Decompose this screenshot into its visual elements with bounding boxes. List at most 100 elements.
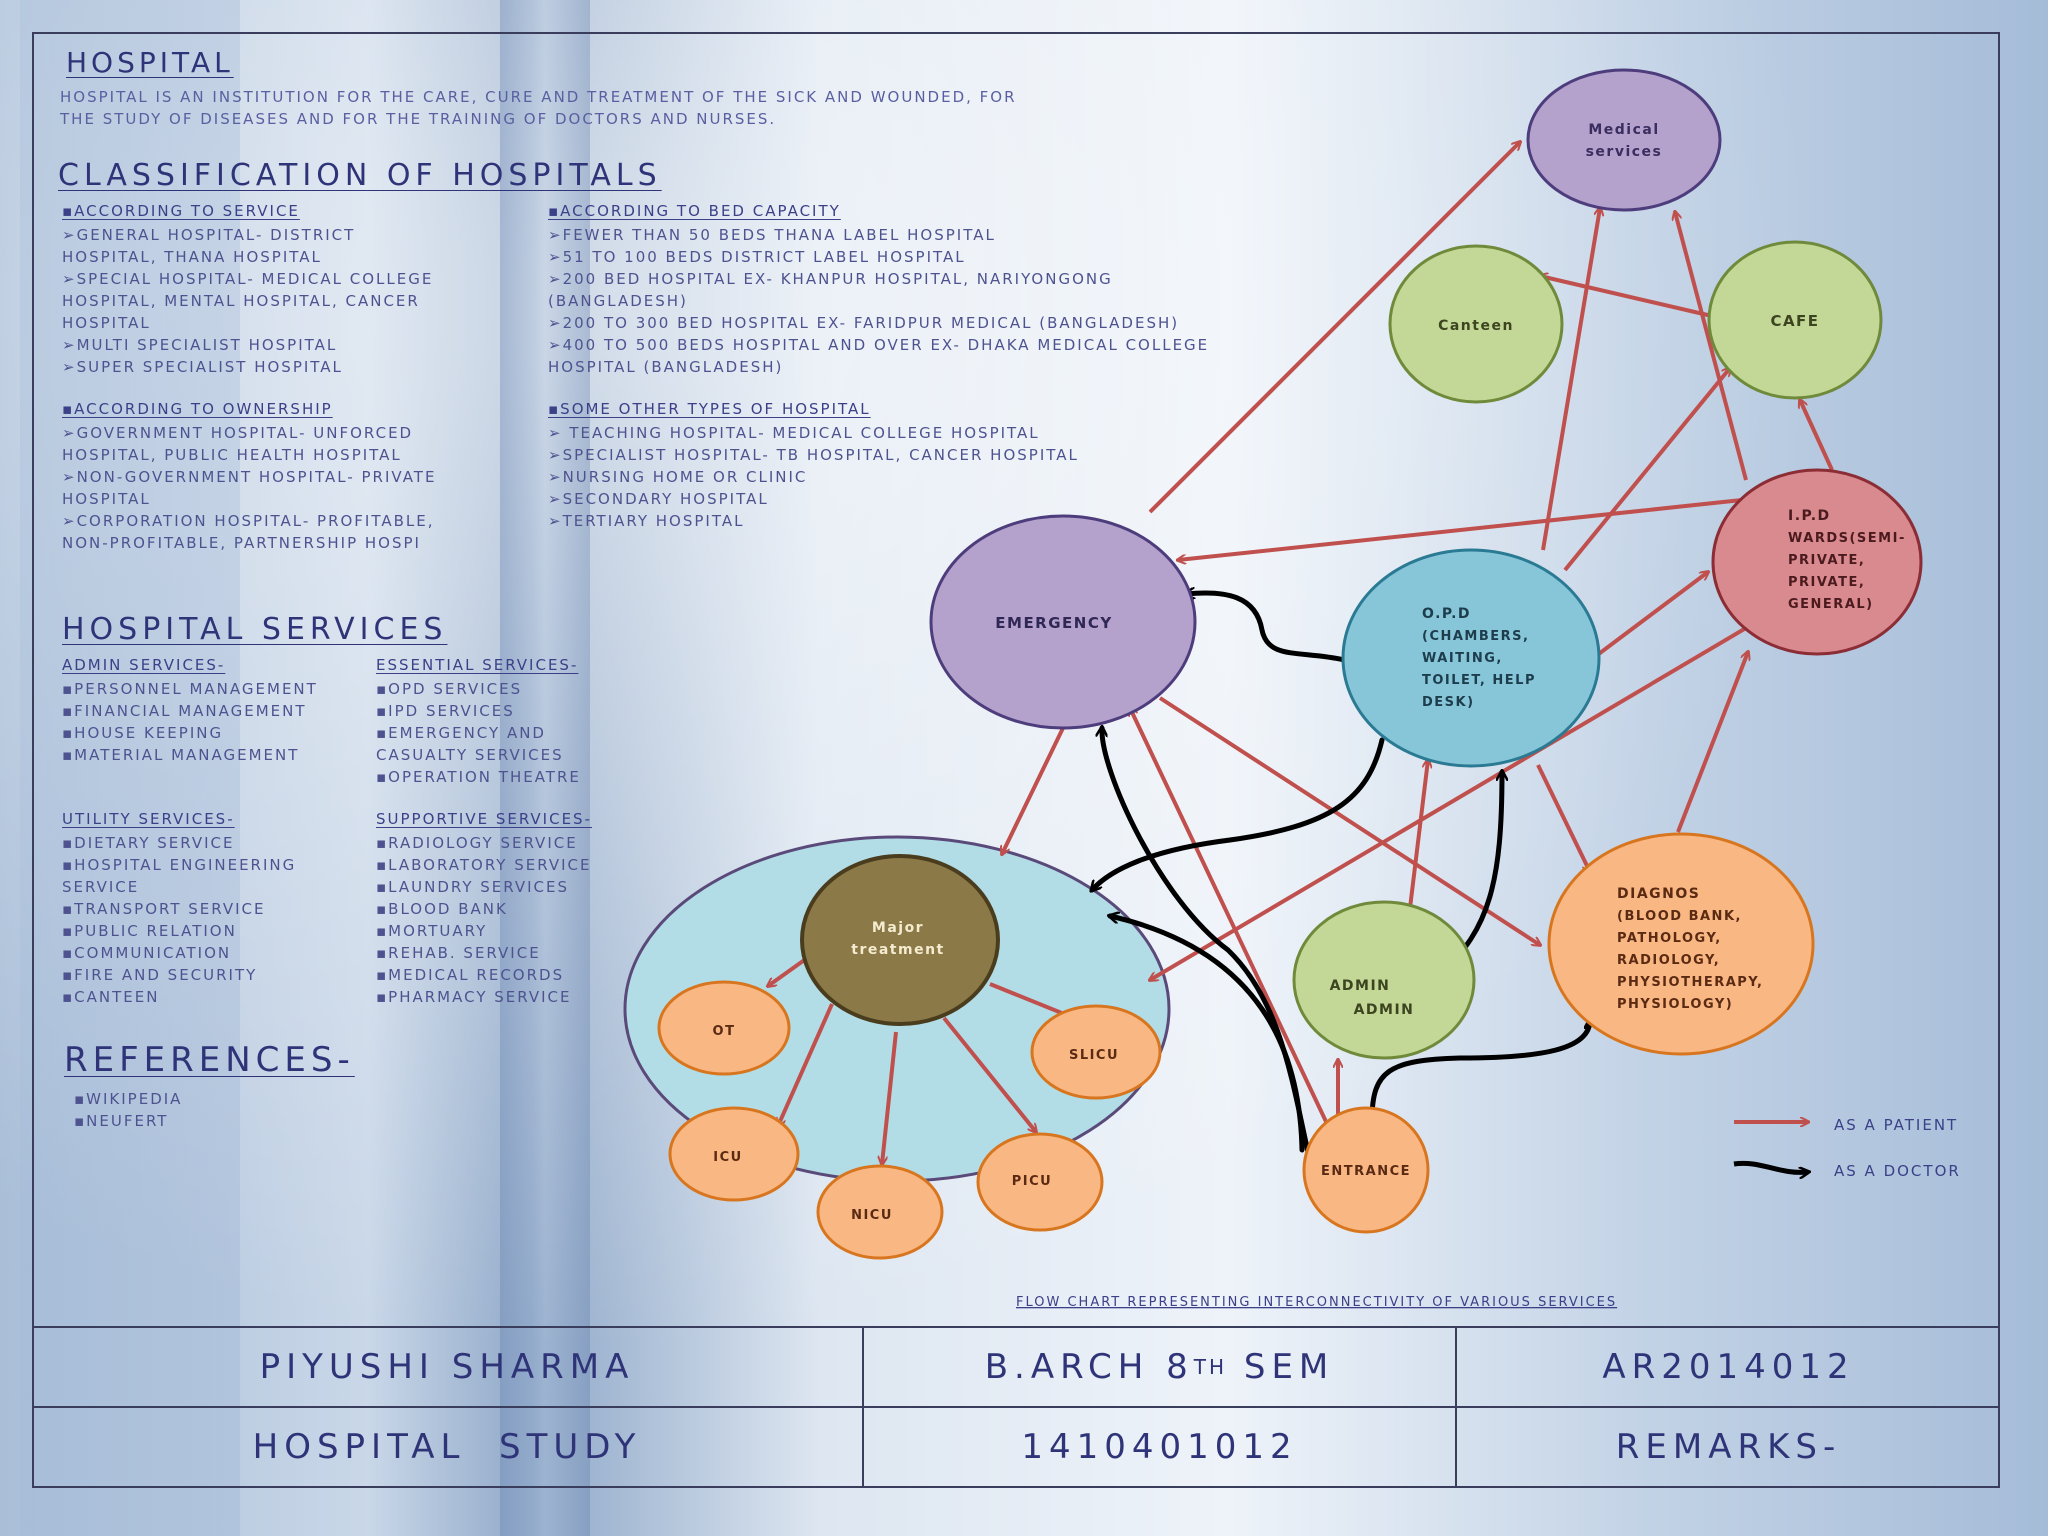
references-list: ▪WIKIPEDIA ▪NEUFERT bbox=[74, 1090, 183, 1130]
opd-label: O.P.D bbox=[1422, 606, 1471, 622]
background-pole bbox=[500, 0, 590, 1536]
entrance-label: ENTRANCE bbox=[1321, 1164, 1411, 1179]
sheet-frame bbox=[32, 32, 2000, 1488]
admin-label: ADMIN bbox=[1330, 978, 1391, 994]
ownership-list: ➢GOVERNMENT HOSPITAL- UNFORCED HOSPITAL,… bbox=[62, 424, 437, 552]
arrow-ipd-to-emergency bbox=[1178, 498, 1743, 560]
arrow-opd-to-cafe bbox=[1563, 368, 1730, 572]
arrow-opd-to-medical bbox=[1541, 208, 1600, 551]
background-pole bbox=[20, 0, 240, 1536]
supportive-services-heading: SUPPORTIVE SERVICES- bbox=[376, 810, 592, 828]
arrow-ipd-to-cafe bbox=[1800, 400, 1834, 471]
admin-label: ADMIN bbox=[1354, 1002, 1415, 1018]
node-entrance: ENTRANCE bbox=[1302, 1106, 1430, 1234]
other-types-list: ➢ TEACHING HOSPITAL- MEDICAL COLLEGE HOS… bbox=[548, 424, 1079, 530]
arrow-opd-to-emergency bbox=[1186, 593, 1348, 663]
service-heading: ▪ACCORDING TO SERVICE bbox=[62, 202, 300, 220]
arrow-ipd-to-medical bbox=[1675, 212, 1748, 481]
node-picu: PICU bbox=[976, 1132, 1104, 1232]
nicu-label: NICU bbox=[851, 1208, 893, 1223]
diagnos-label: PATHOLOGY, bbox=[1617, 931, 1722, 946]
bed-capacity-list: ➢FEWER THAN 50 BEDS THANA LABEL HOSPITAL… bbox=[548, 226, 1210, 376]
hospital-definition-line-1: HOSPITAL IS AN INSTITUTION FOR THE CARE,… bbox=[60, 88, 1017, 106]
canteen-label: Canteen bbox=[1438, 318, 1514, 334]
service-list: ➢GENERAL HOSPITAL- DISTRICT HOSPITAL, TH… bbox=[62, 226, 434, 376]
arrow-opd-to-diagnos bbox=[1536, 764, 1590, 872]
arrow-opd-to-ipd bbox=[1594, 572, 1708, 658]
flow-chart-caption: FLOW CHART REPRESENTING INTERCONNECTIVIT… bbox=[1016, 1295, 1617, 1310]
admin-services-heading: ADMIN SERVICES- bbox=[62, 656, 226, 674]
opd-label: TOILET, HELP bbox=[1422, 673, 1536, 688]
ipd-label: GENERAL) bbox=[1788, 597, 1874, 612]
node-nicu: NICU bbox=[816, 1164, 944, 1260]
node-ot: OT bbox=[657, 980, 791, 1076]
patient-arrows bbox=[1002, 142, 1834, 1131]
utility-services-heading: UTILITY SERVICES- bbox=[62, 810, 235, 828]
legend-doctor-label: AS A DOCTOR bbox=[1834, 1162, 1961, 1180]
arrow-emergency-to-treatment bbox=[1002, 727, 1065, 854]
opd-label: (CHAMBERS, bbox=[1422, 629, 1529, 644]
services-title: HOSPITAL SERVICES bbox=[62, 612, 448, 647]
node-admin: ADMIN ADMIN bbox=[1292, 900, 1476, 1060]
node-diagnos: DIAGNOS (BLOOD BANK, PATHOLOGY, RADIOLOG… bbox=[1547, 832, 1815, 1056]
ownership-heading: ▪ACCORDING TO OWNERSHIP bbox=[62, 400, 333, 418]
arrow-entrance-to-treatment bbox=[1110, 916, 1305, 1153]
medical-services-label: services bbox=[1586, 144, 1663, 160]
essential-services-heading: ESSENTIAL SERVICES- bbox=[376, 656, 579, 674]
major-treatment-label: Major bbox=[872, 920, 924, 936]
utility-services-list: ▪DIETARY SERVICE ▪HOSPITAL ENGINEERING S… bbox=[62, 834, 297, 1006]
ipd-label: PRIVATE, bbox=[1788, 553, 1865, 568]
titleblock-divider bbox=[1455, 1326, 1457, 1488]
course-main: B.ARCH 8 bbox=[984, 1347, 1194, 1387]
ot-label: OT bbox=[713, 1024, 736, 1039]
arrow-entrance-to-diagnos bbox=[1369, 1020, 1590, 1123]
other-types-heading: ▪SOME OTHER TYPES OF HOSPITAL bbox=[548, 400, 871, 418]
node-ipd: I.P.D WARDS(SEMI- PRIVATE, PRIVATE, GENE… bbox=[1711, 468, 1923, 656]
classification-title: CLASSIFICATION OF HOSPITALS bbox=[58, 158, 662, 193]
diagnos-label: DIAGNOS bbox=[1617, 886, 1700, 902]
student-name: PIYUSHI SHARMA bbox=[259, 1347, 635, 1387]
arrow-admin-to-opd bbox=[1408, 760, 1428, 909]
node-emergency: EMERGENCY bbox=[929, 514, 1197, 730]
node-slicu: SLICU bbox=[1030, 1004, 1162, 1100]
arrow-major-to-icu bbox=[778, 1003, 834, 1126]
diagnos-label: PHYSIOLOGY) bbox=[1617, 997, 1733, 1012]
node-medical-services: Medical services bbox=[1526, 68, 1722, 212]
arrow-emergency-to-diagnos bbox=[1158, 696, 1540, 945]
slicu-label: SLICU bbox=[1069, 1048, 1119, 1063]
titleblock-mid-rule bbox=[32, 1406, 2000, 1408]
opd-label: DESK) bbox=[1422, 695, 1475, 710]
remarks: REMARKS- bbox=[1615, 1427, 1842, 1467]
sheet-subject: HOSPITAL STUDY bbox=[252, 1427, 642, 1467]
ipd-label: WARDS(SEMI- bbox=[1788, 531, 1906, 546]
essential-services-list: ▪OPD SERVICES ▪IPD SERVICES ▪EMERGENCY A… bbox=[376, 680, 581, 786]
opd-label: WAITING, bbox=[1422, 651, 1503, 666]
hospital-definition-line-2: THE STUDY OF DISEASES AND FOR THE TRAINI… bbox=[60, 110, 777, 128]
references-title: REFERENCES- bbox=[64, 1040, 355, 1080]
ipd-label: I.P.D bbox=[1788, 508, 1831, 524]
treatment-arrows bbox=[768, 954, 1084, 1164]
course-tail: SEM bbox=[1227, 1347, 1335, 1387]
diagnos-label: PHYSIOTHERAPY, bbox=[1617, 975, 1764, 990]
legend-patient-label: AS A PATIENT bbox=[1834, 1116, 1958, 1134]
picu-label: PICU bbox=[1012, 1174, 1052, 1189]
arrow-entrance-to-emergency bbox=[1130, 708, 1332, 1131]
node-cafe: CAFE bbox=[1707, 240, 1883, 400]
node-opd: O.P.D (CHAMBERS, WAITING, TOILET, HELP D… bbox=[1341, 548, 1601, 768]
arrow-cafe-to-canteen bbox=[1540, 276, 1713, 318]
titleblock-top-rule bbox=[32, 1326, 2000, 1328]
bed-capacity-heading: ▪ACCORDING TO BED CAPACITY bbox=[548, 202, 841, 220]
course-superscript: TH bbox=[1193, 1355, 1228, 1379]
diagnos-label: RADIOLOGY, bbox=[1617, 953, 1720, 968]
admin-services-list: ▪PERSONNEL MANAGEMENT ▪FINANCIAL MANAGEM… bbox=[62, 680, 318, 764]
arrow-emergency-to-medical bbox=[1148, 142, 1520, 514]
arrow-major-to-nicu bbox=[882, 1031, 898, 1164]
node-major-treatment: Major treatment bbox=[800, 854, 1000, 1026]
supportive-services-list: ▪RADIOLOGY SERVICE ▪LABORATORY SERVICE ▪… bbox=[376, 834, 592, 1006]
emergency-label: EMERGENCY bbox=[995, 614, 1112, 632]
arrow-opd-to-treatment bbox=[1092, 737, 1385, 890]
node-canteen: Canteen bbox=[1388, 244, 1564, 404]
ipd-label: PRIVATE, bbox=[1788, 575, 1865, 590]
legend: AS A PATIENT AS A DOCTOR bbox=[1733, 1116, 1961, 1180]
